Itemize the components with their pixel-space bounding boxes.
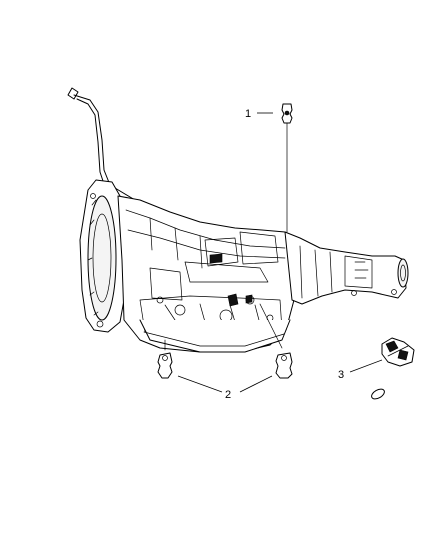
callout-2: 2 bbox=[225, 389, 231, 401]
leader-line-2b bbox=[239, 375, 273, 393]
leader-line-3 bbox=[349, 359, 383, 373]
transmission-mount-icon bbox=[381, 337, 415, 367]
callout-1: 1 bbox=[245, 108, 251, 120]
washer-icon bbox=[371, 388, 385, 400]
sensor-icon bbox=[281, 103, 293, 233]
sensor-icon bbox=[157, 339, 173, 379]
sensor-icon bbox=[259, 303, 293, 379]
callout-3: 3 bbox=[338, 369, 344, 381]
leader-line-2a bbox=[177, 375, 223, 393]
transmission-assembly-icon bbox=[79, 179, 409, 353]
